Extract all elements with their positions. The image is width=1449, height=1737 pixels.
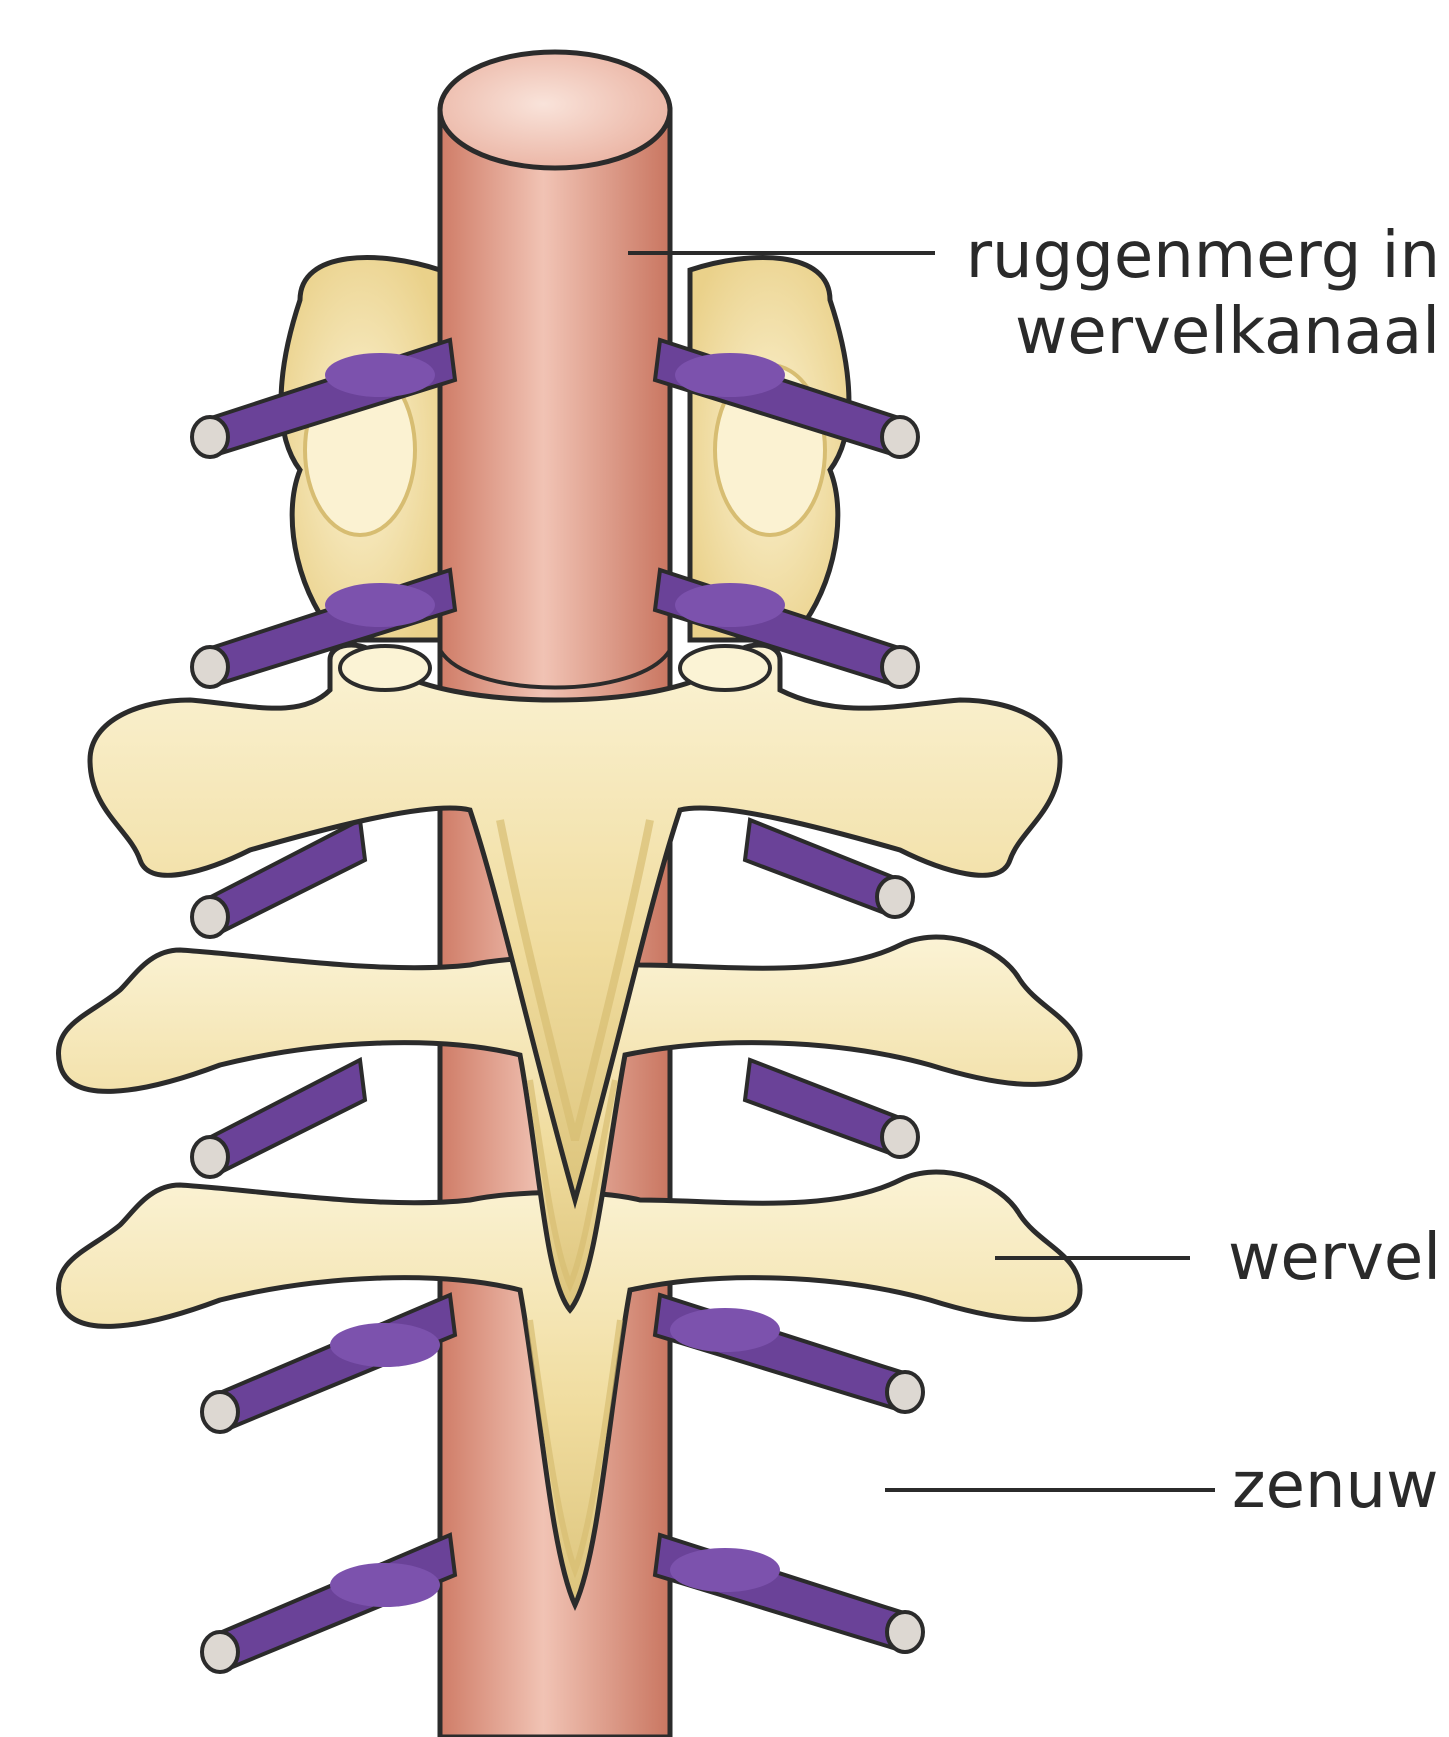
label-vertebra: wervel [1228, 1220, 1441, 1296]
label-spinal-cord-line1: ruggenmerg in [950, 218, 1440, 294]
nerve-lower-2-left [202, 1535, 455, 1672]
nerve-lower-1-left [202, 1295, 455, 1432]
nerve-lower-2-right [655, 1535, 923, 1652]
nerve-mid-2-left [192, 1060, 365, 1177]
label-spinal-cord: ruggenmerg in wervelkanaal [950, 218, 1440, 370]
label-spinal-cord-line2: wervelkanaal [950, 294, 1440, 370]
nerve-mid-2-right [745, 1060, 918, 1157]
label-nerve: zenuw [1232, 1448, 1438, 1524]
nerve-lower-1-right [655, 1295, 923, 1412]
